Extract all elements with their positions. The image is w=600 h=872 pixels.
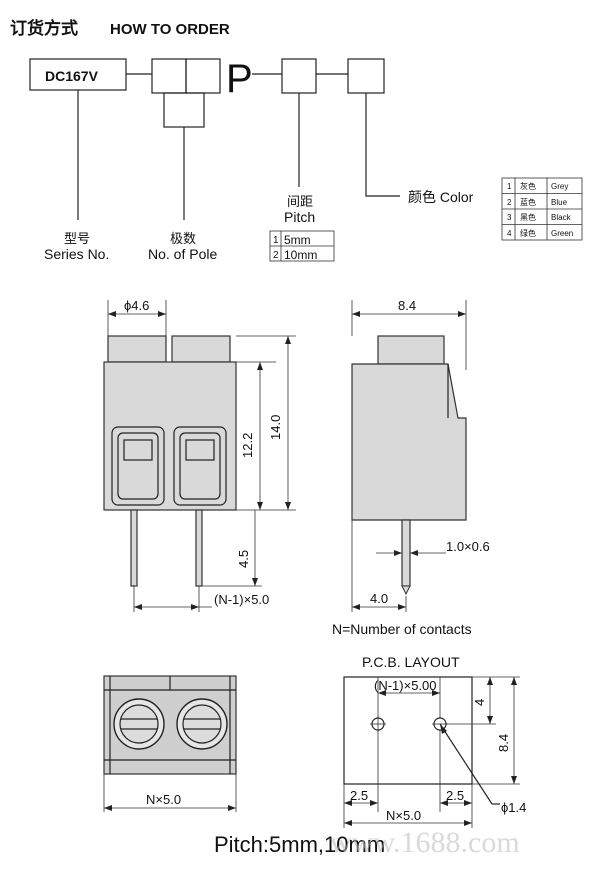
series-code: DC167V xyxy=(45,68,99,84)
color-options-table: 1 灰色 Grey 2 蓝色 Blue 3 黑色 Black 4 绿色 Gree… xyxy=(501,177,583,241)
color-4-cn: 绿色 xyxy=(520,228,536,238)
color-1-num: 1 xyxy=(507,182,512,191)
color-3-num: 3 xyxy=(507,213,512,222)
color-1-cn: 灰色 xyxy=(520,181,536,191)
footer-pitch: Pitch:5mm,10mm xyxy=(214,832,385,857)
side-dim-pin-size: 1.0×0.6 xyxy=(446,539,490,554)
pcb-dim-pitch: (N-1)×5.00 xyxy=(374,678,437,693)
pole-box-sub xyxy=(163,92,205,128)
contacts-note: N=Number of contacts xyxy=(332,621,472,637)
top-dim-width: N×5.0 xyxy=(146,792,181,807)
dim-diameter: ϕ4.6 xyxy=(124,298,149,313)
pitch-box xyxy=(281,58,317,94)
color-box xyxy=(347,58,385,94)
pole-label-cn: 极数 xyxy=(170,231,196,246)
dim-total-height: 14.0 xyxy=(268,415,283,440)
pcb-dim-4: 4 xyxy=(472,699,487,706)
pcb-dim-hole: ϕ1.4 xyxy=(501,800,526,815)
pcb-title: P.C.B. LAYOUT xyxy=(362,654,460,670)
color-3-cn: 黑色 xyxy=(520,212,536,222)
header-title-en: HOW TO ORDER xyxy=(110,21,230,38)
pitch-option-2-num: 2 xyxy=(273,250,279,261)
color-4-num: 4 xyxy=(507,229,512,238)
pole-box-1 xyxy=(151,58,187,94)
pitch-option-1-num: 1 xyxy=(273,235,279,246)
top-view: N×5.0 xyxy=(103,675,237,812)
header-title-cn: 订货方式 xyxy=(10,18,78,38)
watermark: www.1688.com xyxy=(330,826,520,859)
pole-box-2 xyxy=(185,58,221,94)
pole-label-en: No. of Pole xyxy=(148,246,217,262)
pitch-option-1-value: 5mm xyxy=(284,233,311,247)
series-label-cn: 型号 xyxy=(64,231,90,246)
letter-p: P xyxy=(226,57,253,101)
pitch-option-2-value: 10mm xyxy=(284,248,317,262)
dim-pitch: (N-1)×5.0 xyxy=(214,592,269,607)
color-2-num: 2 xyxy=(507,198,512,207)
pcb-dim-8-4: 8.4 xyxy=(496,734,511,752)
order-code-diagram: DC167V P xyxy=(29,57,400,220)
color-1-en: Grey xyxy=(551,182,568,191)
pcb-dim-left: 2.5 xyxy=(350,788,368,803)
color-label: 颜色 Color xyxy=(408,189,474,205)
dim-body-height: 12.2 xyxy=(240,433,255,458)
pitch-label-en: Pitch xyxy=(284,209,315,225)
pitch-options-table: 1 5mm 2 10mm xyxy=(269,230,335,262)
series-label-en: Series No. xyxy=(44,246,109,262)
color-2-en: Blue xyxy=(551,198,568,207)
pitch-label-cn: 间距 xyxy=(287,194,313,209)
color-3-en: Black xyxy=(551,213,572,222)
pcb-dim-right: 2.5 xyxy=(446,788,464,803)
dim-pin-length: 4.5 xyxy=(236,550,251,568)
pcb-layout: (N-1)×5.00 4 8.4 2.5 2.5 N×5.0 xyxy=(343,676,526,828)
color-4-en: Green xyxy=(551,229,573,238)
color-2-cn: 蓝色 xyxy=(520,197,536,207)
side-dim-pin-offset: 4.0 xyxy=(370,591,388,606)
pcb-dim-width: N×5.0 xyxy=(386,808,421,823)
front-view: ϕ4.6 12.2 14.0 4.5 xyxy=(103,298,296,612)
side-dim-width: 8.4 xyxy=(398,298,416,313)
side-view: 8.4 1.0×0.6 4.0 xyxy=(351,298,490,612)
